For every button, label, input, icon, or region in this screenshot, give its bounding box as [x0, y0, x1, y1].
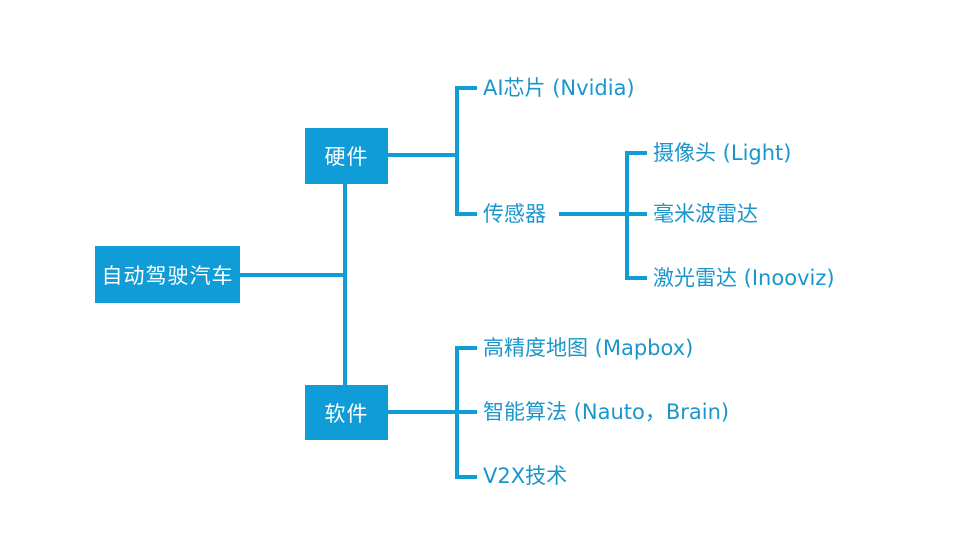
connector-hardware-tick-2	[455, 212, 477, 216]
leaf-lidar: 激光雷达 (Inooviz)	[653, 266, 835, 290]
connector-trunk	[343, 184, 347, 385]
connector-software-bracket-stem	[388, 410, 459, 414]
root-label: 自动驾驶汽车	[101, 263, 234, 288]
connector-root-trunk	[240, 273, 347, 277]
hardware-label: 硬件	[324, 145, 369, 169]
software-node: 软件	[305, 385, 388, 440]
connector-hardware-bracket-stem	[388, 153, 459, 157]
connector-hardware-bracket	[455, 86, 459, 216]
leaf-algorithm: 智能算法 (Nauto，Brain)	[483, 400, 730, 424]
leaf-v2x: V2X技术	[483, 464, 568, 488]
leaf-hd-map: 高精度地图 (Mapbox)	[483, 336, 694, 360]
connector-sensor-tick-3	[625, 276, 647, 280]
connector-sensor-tick-1	[625, 151, 647, 155]
connector-software-tick-2	[455, 410, 477, 414]
leaf-mmwave-radar: 毫米波雷达	[653, 202, 758, 226]
leaf-ai-chip: AI芯片 (Nvidia)	[483, 76, 635, 100]
software-label: 软件	[324, 401, 369, 426]
connector-hardware-tick-1	[455, 86, 477, 90]
leaf-sensor: 传感器	[483, 202, 546, 226]
connector-software-tick-1	[455, 346, 477, 350]
root-node: 自动驾驶汽车	[95, 246, 240, 303]
leaf-camera: 摄像头 (Light)	[653, 141, 792, 165]
connector-sensor-tick-2	[625, 212, 647, 216]
hardware-node: 硬件	[305, 128, 388, 184]
connector-software-tick-3	[455, 475, 477, 479]
connector-sensor-stem	[559, 212, 629, 216]
